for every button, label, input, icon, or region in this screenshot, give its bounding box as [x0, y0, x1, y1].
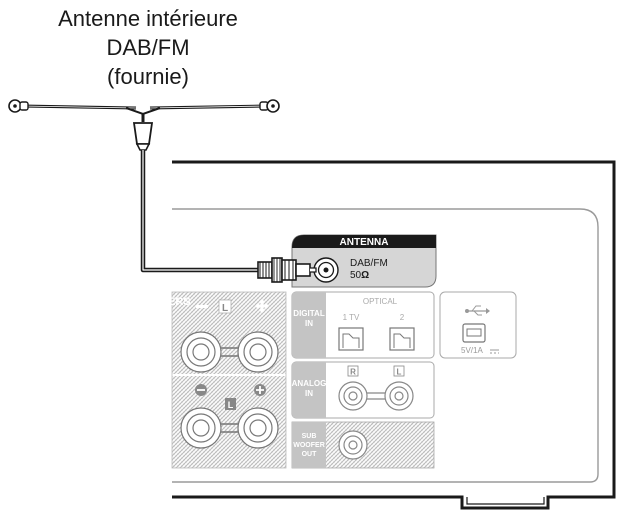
optical-jack-1[interactable]	[338, 327, 364, 351]
sub-label-1: SUB	[302, 433, 317, 440]
usb-icon	[465, 305, 490, 316]
analog-in-label-2: IN	[305, 389, 313, 398]
analog-jack-r[interactable]	[338, 381, 368, 411]
antenna-terminal-block: ANTENNA DAB/FM 50Ω	[291, 234, 437, 288]
subwoofer-out-section: SUB WOOFER OUT	[291, 421, 435, 469]
analog-in-section: ANALOG IN R L	[291, 361, 435, 419]
speaker-terminal-bottom-right[interactable]	[237, 407, 279, 449]
sub-label-3: OUT	[302, 451, 318, 458]
analog-in-label-1: ANALOG	[292, 379, 327, 388]
antenna-title: ANTENNA	[340, 237, 389, 248]
optical-label: OPTICAL	[363, 297, 398, 306]
speakers-label: ERS	[168, 296, 191, 308]
speaker-channel-label-top: L	[218, 299, 232, 314]
antenna-input-jack[interactable]	[313, 257, 339, 283]
antenna-left-terminal	[8, 99, 29, 113]
usb-port[interactable]	[462, 323, 486, 343]
antenna-cable	[140, 150, 262, 273]
svg-text:L: L	[228, 400, 234, 410]
rear-panel-outline	[172, 208, 599, 483]
speaker-channel-label-bottom: L	[225, 398, 236, 410]
svg-text:L: L	[397, 368, 402, 377]
analog-jack-l[interactable]	[384, 381, 414, 411]
usb-section: 5V/1A	[439, 291, 517, 359]
optical-port2-label: 2	[400, 313, 405, 322]
caption-line-1: Antenne intérieure	[58, 6, 238, 31]
antenna-cable-plug	[257, 257, 317, 283]
dab-fm-antenna	[8, 99, 280, 273]
speaker-terminal-top-right[interactable]	[237, 331, 279, 373]
subwoofer-jack[interactable]	[338, 430, 368, 460]
antenna-right-terminal	[259, 99, 280, 113]
caption-line-2: DAB/FM	[106, 35, 190, 60]
optical-jack-2[interactable]	[389, 327, 415, 351]
dc-symbol	[490, 349, 499, 354]
svg-text:R: R	[350, 368, 356, 377]
device-chassis	[172, 160, 616, 510]
digital-in-label-1: DIGITAL	[293, 309, 325, 318]
analog-r-label: R	[347, 365, 359, 377]
antenna-type-label: DAB/FM	[350, 258, 388, 269]
optical-port1-label: 1 TV	[343, 313, 360, 322]
antenna-ferrite	[132, 114, 154, 151]
caption-line-3: (fournie)	[107, 64, 189, 89]
speaker-terminal-top-left[interactable]	[180, 331, 222, 373]
speaker-terminal-bottom-left[interactable]	[180, 407, 222, 449]
digital-in-section: DIGITAL IN OPTICAL 1 TV 2	[291, 291, 435, 359]
analog-l-label: L	[393, 365, 405, 377]
antenna-impedance-label: 50Ω	[350, 270, 369, 281]
speaker-terminals: ERS L L	[168, 291, 287, 469]
digital-in-label-2: IN	[305, 319, 313, 328]
usb-rating-label: 5V/1A	[461, 346, 483, 355]
sub-label-2: WOOFER	[293, 442, 325, 449]
svg-text:L: L	[222, 303, 228, 314]
